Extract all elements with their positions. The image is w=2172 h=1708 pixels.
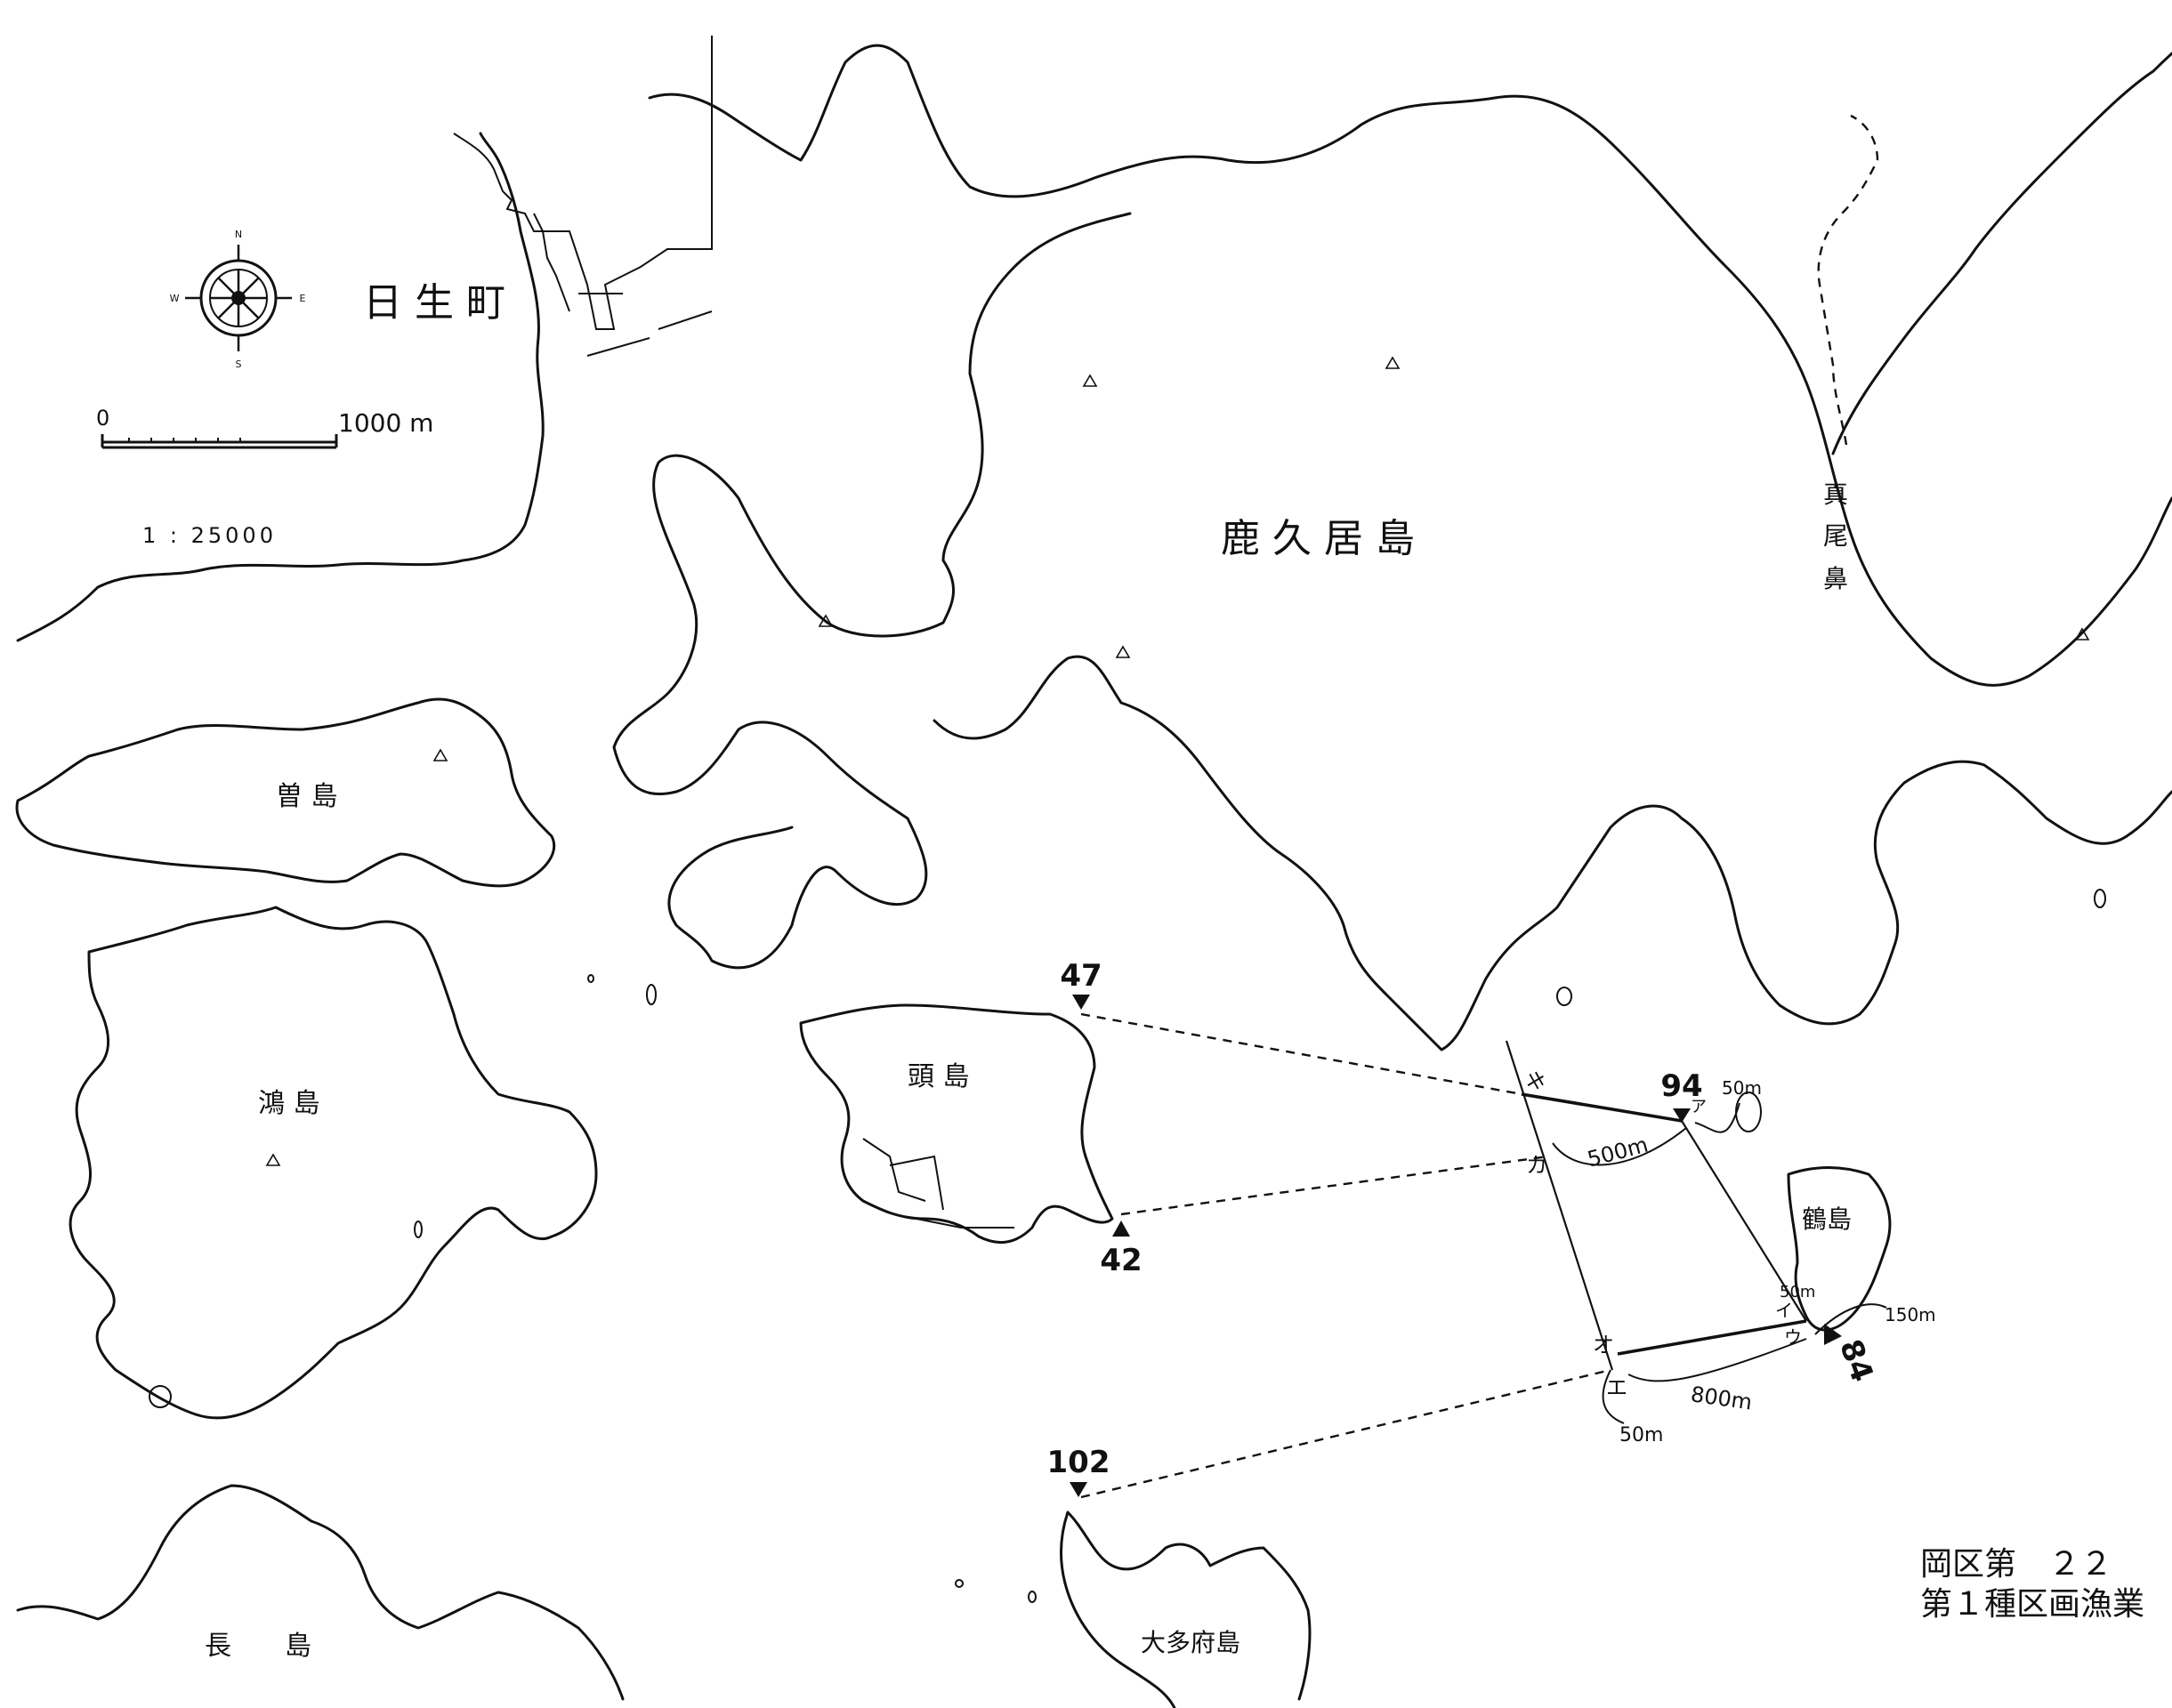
otafu-island-label: 大多府島 xyxy=(1141,1628,1240,1657)
elevation-point-icon xyxy=(1082,374,1098,387)
point-label-e: エ xyxy=(1606,1375,1627,1400)
islet xyxy=(587,974,594,983)
station-102-marker-icon xyxy=(1070,1482,1087,1497)
islet xyxy=(646,984,657,1005)
kashira-island-coast xyxy=(799,1003,1114,1245)
station-42-label: 42 xyxy=(1100,1243,1142,1278)
elevation-point-icon xyxy=(1385,356,1401,369)
compass-s: S xyxy=(236,359,242,370)
scale-zero: 0 xyxy=(96,406,109,431)
title-line-1: 岡区第 ２２ xyxy=(1920,1546,2112,1583)
sightline-47 xyxy=(1080,1012,1522,1096)
elevation-point-icon xyxy=(265,1153,281,1166)
mao-bana-label-3: 鼻 xyxy=(1823,564,1848,593)
station-42-marker-icon xyxy=(1112,1221,1130,1237)
compass-n: N xyxy=(235,229,242,240)
mao-bana-trail xyxy=(1817,114,1879,446)
harbour-pier xyxy=(453,36,713,330)
town-label: 日 生 町 xyxy=(363,280,505,326)
station-94-label: 94 xyxy=(1660,1068,1702,1104)
station-84-label: 84 xyxy=(1832,1335,1880,1387)
kakui-island-east-coast xyxy=(933,655,2172,1051)
sightline-42 xyxy=(1120,1155,1549,1216)
arc-50-top xyxy=(1694,1102,1740,1133)
arc-50-bottom xyxy=(1602,1369,1625,1424)
islet xyxy=(414,1221,423,1238)
harbour-breakwater xyxy=(533,213,650,357)
scale-bar: 0 1000 m xyxy=(96,406,433,449)
naga-island-label: 長 島 xyxy=(205,1631,311,1662)
title-line-2: 第１種区画漁業 xyxy=(1920,1586,2144,1623)
station-102-label: 102 xyxy=(1047,1445,1110,1480)
station-47-label: 47 xyxy=(1060,958,1102,994)
elevation-point-icon xyxy=(2074,627,2090,640)
tsuru-island-label: 鶴島 xyxy=(1802,1204,1852,1234)
distance-500m: 500m xyxy=(1585,1132,1651,1172)
station-47-marker-icon xyxy=(1072,995,1090,1010)
elevation-point-icon xyxy=(432,748,448,761)
arc-150 xyxy=(1814,1303,1887,1335)
islet xyxy=(149,1385,172,1408)
arc-500 xyxy=(1552,1127,1687,1166)
islet xyxy=(955,1579,964,1588)
sightline-102 xyxy=(1080,1368,1611,1499)
zone-boundary-right xyxy=(1681,1120,1807,1322)
mao-bana-label-1: 真 xyxy=(1823,479,1848,509)
naga-island-coast xyxy=(16,1484,625,1701)
distance-50m-right: 50m xyxy=(1780,1283,1815,1301)
arc-800 xyxy=(1627,1338,1807,1382)
islet xyxy=(2094,889,2106,908)
otafu-island-coast xyxy=(1060,1511,1312,1708)
mainland-hinase-coast xyxy=(16,132,545,642)
islet xyxy=(1556,987,1572,1006)
kashira-island-label: 頭 島 xyxy=(908,1061,970,1092)
so-island-coast xyxy=(15,697,556,888)
distance-800m: 800m xyxy=(1689,1382,1753,1414)
distance-50m-bottom: 50m xyxy=(1619,1424,1663,1446)
compass-e: E xyxy=(300,293,306,304)
islet xyxy=(1028,1591,1037,1603)
elevation-point-icon xyxy=(1115,645,1131,658)
station-94-marker-icon xyxy=(1673,1108,1691,1123)
point-label-i: イ xyxy=(1775,1300,1793,1321)
kakui-island-coast xyxy=(648,44,2172,687)
distance-50m-top: 50m xyxy=(1722,1077,1762,1099)
zone-boundary-top xyxy=(1521,1092,1683,1123)
point-label-ki: キ xyxy=(1520,1067,1551,1095)
point-label-ka: カ xyxy=(1526,1153,1547,1178)
scale-end: 1000 m xyxy=(338,408,433,438)
mao-bana-label-2: 尾 xyxy=(1823,521,1848,551)
point-label-o: オ xyxy=(1593,1333,1614,1358)
station-84-marker-icon xyxy=(1824,1324,1842,1345)
ko-island-label: 鴻 島 xyxy=(258,1088,320,1119)
kakui-island-label: 鹿 久 居 島 xyxy=(1221,516,1415,561)
point-label-u: ウ xyxy=(1784,1326,1802,1348)
mao-bana-coast xyxy=(1831,52,2172,455)
kashira-inner-roads xyxy=(862,1138,1014,1229)
zone-boundary-vertical-guide xyxy=(1505,1040,1614,1371)
kakui-island-south-coast xyxy=(612,212,1132,970)
scale-ratio: 1 : 25000 xyxy=(142,523,277,548)
ko-island-coast xyxy=(69,906,598,1420)
compass-w: W xyxy=(170,293,180,304)
elevation-point-icon xyxy=(818,614,834,627)
compass-rose-icon: N S E W xyxy=(170,229,306,370)
tsuru-island-coast xyxy=(1787,1166,1892,1332)
distance-150m: 150m xyxy=(1885,1304,1936,1325)
so-island-label: 曽 島 xyxy=(276,781,338,812)
point-label-a: ア xyxy=(1691,1098,1707,1116)
zone-boundary-bottom xyxy=(1617,1319,1807,1356)
